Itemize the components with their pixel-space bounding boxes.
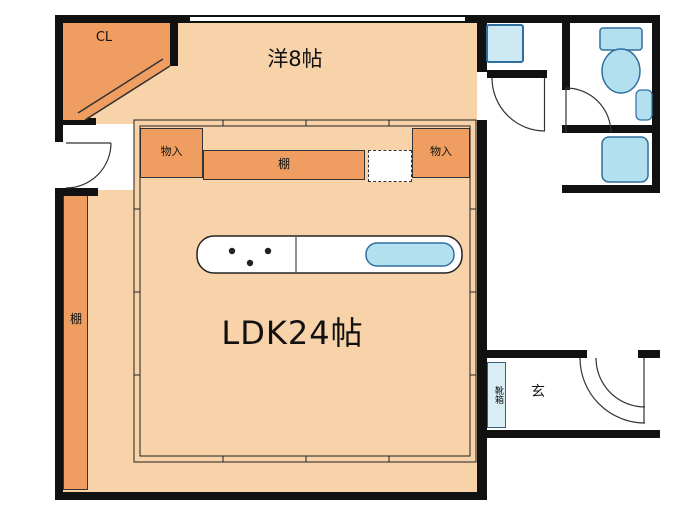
wall-cl-right <box>170 15 178 66</box>
cl-closet-shape <box>63 23 171 121</box>
ldk-panel-lines <box>133 119 477 463</box>
wall-bath-bottom <box>562 185 660 193</box>
wall-right-outer <box>652 15 660 193</box>
hall-door-arc <box>491 77 546 132</box>
wall-left <box>55 15 63 500</box>
entrance-label: 玄 <box>531 384 545 400</box>
wall-toilet-left <box>562 15 570 90</box>
door-swing-arc-icon <box>65 77 646 424</box>
wall-nook-top-stub <box>62 118 96 125</box>
bathtub-icon <box>601 136 649 183</box>
western-room-label: 洋8帖 <box>267 47 323 71</box>
top-shelf <box>203 150 365 180</box>
stove-burners-icon <box>228 247 272 267</box>
toilet-sink-icon <box>635 89 653 121</box>
wall-mid-lower <box>477 120 487 500</box>
storage-left-label: 物入 <box>160 145 183 158</box>
left-shelf <box>63 195 88 490</box>
wall-bottom <box>55 492 487 500</box>
ldk-label: LDK24帖 <box>221 314 364 352</box>
left-door-arc <box>65 142 112 189</box>
left-wall-door-opening <box>55 142 63 188</box>
wall-entry-top <box>487 350 587 358</box>
kitchen-counter <box>196 235 463 274</box>
entrance-door-arc-inner <box>595 357 646 408</box>
wall-mid-upper <box>477 15 487 72</box>
toilet-door-arc <box>565 87 612 134</box>
wall-entry-bottom <box>487 430 660 438</box>
toilet-icon <box>599 27 643 94</box>
washing-machine-pan-icon <box>486 24 524 63</box>
wall-entry-hinge-stub <box>638 350 660 358</box>
wall-nook-bottom-stub <box>62 188 98 196</box>
hatch-dashed-box <box>368 150 412 182</box>
storage-right-label: 物入 <box>430 145 452 158</box>
storage-left-box <box>140 128 203 178</box>
entrance-door-arc-outer <box>579 357 646 424</box>
wall-hall-hinge <box>487 70 547 78</box>
storage-right-box <box>412 128 470 178</box>
left-door-nook <box>63 124 134 190</box>
top-wall-window <box>190 17 465 21</box>
cl-label: CL <box>95 30 113 45</box>
kitchen-sink-icon <box>365 242 455 267</box>
shoe-cabinet-label: 靴箱 <box>492 386 503 404</box>
top-shelf-label: 棚 <box>277 157 290 171</box>
left-shelf-label: 棚 <box>69 312 82 326</box>
shoe-cabinet-box <box>487 362 506 428</box>
